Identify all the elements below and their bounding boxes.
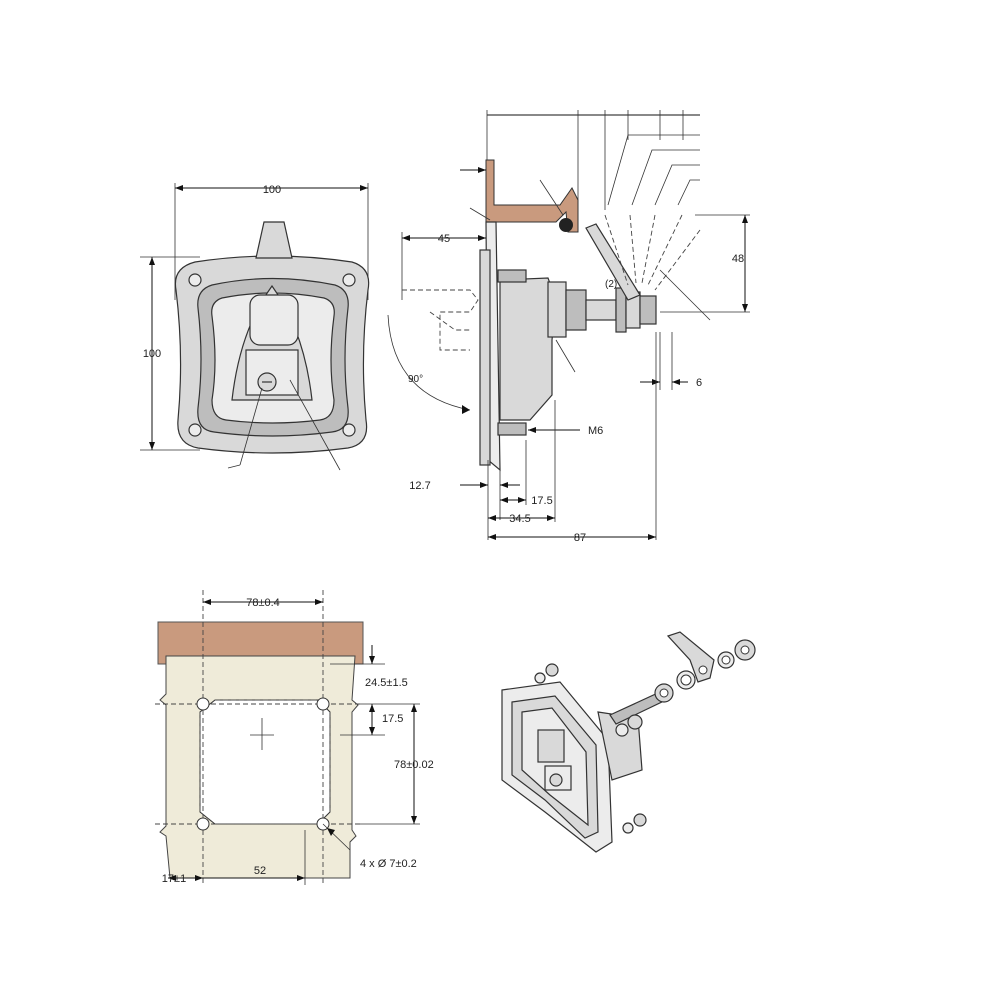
dim-17-1: 17±1 <box>162 873 186 885</box>
dim-78-0-4: 78±0.4 <box>246 597 280 609</box>
nut-icon <box>545 663 559 677</box>
dim-34-5: 34.5 <box>509 513 530 525</box>
screw-hole-icon <box>342 273 356 287</box>
mounting-hole-icon <box>196 817 210 831</box>
screw-hole-icon <box>342 423 356 437</box>
nut-1 <box>565 289 587 331</box>
threaded-shaft <box>585 299 617 321</box>
cutout-opening <box>199 699 331 825</box>
cam-arm <box>585 223 641 301</box>
mounting-plate <box>485 159 579 233</box>
washer-icon <box>622 822 634 834</box>
dim-6: 6 <box>696 377 702 389</box>
cutout-view: 78±0.4 24.5±1.5 17.5 78±0.02 17±1 52 4 x… <box>155 590 434 885</box>
dim-m6: M6 <box>588 425 603 437</box>
front-view: 100 100 <box>140 183 370 471</box>
mounting-hole-icon <box>316 697 330 711</box>
washer-icon <box>534 672 546 684</box>
front-height-label: 100 <box>143 348 161 360</box>
front-flange-side <box>479 249 491 466</box>
dim-52: 52 <box>254 865 266 877</box>
keyhole-iso-icon <box>549 773 563 787</box>
seal-icon <box>559 218 573 232</box>
front-width-label: 100 <box>263 184 281 196</box>
handle-grip <box>249 294 299 346</box>
side-view: 48 6 (2) 45 90° M6 <box>387 110 750 544</box>
shaft-hub <box>547 281 567 338</box>
stud-top <box>497 269 527 283</box>
nut-3 <box>639 295 657 325</box>
iso-view <box>501 631 756 853</box>
dim-12-7: 12.7 <box>409 480 430 492</box>
dim-78-0-02: 78±0.02 <box>394 759 434 771</box>
nut-icon <box>627 714 643 730</box>
screw-hole-icon <box>188 273 202 287</box>
dim-holes: 4 x Ø 7±0.2 <box>360 858 417 870</box>
nut-icon <box>633 813 647 827</box>
washer-icon <box>615 723 629 737</box>
dim-17-5: 17.5 <box>531 495 552 507</box>
handle-grip-iso <box>537 729 565 763</box>
angle-90: 90° <box>408 374 423 385</box>
marker-2: (2) <box>605 279 617 290</box>
stud-bottom <box>497 422 527 436</box>
dim-87: 87 <box>574 532 586 544</box>
dim-24-5: 24.5±1.5 <box>365 677 408 689</box>
dim-48: 48 <box>732 253 744 265</box>
mounting-hole-icon <box>196 697 210 711</box>
dim-45: 45 <box>438 233 450 245</box>
dim-17-5-cut: 17.5 <box>382 713 403 725</box>
latch-top-tab <box>255 221 293 259</box>
screw-hole-icon <box>188 423 202 437</box>
